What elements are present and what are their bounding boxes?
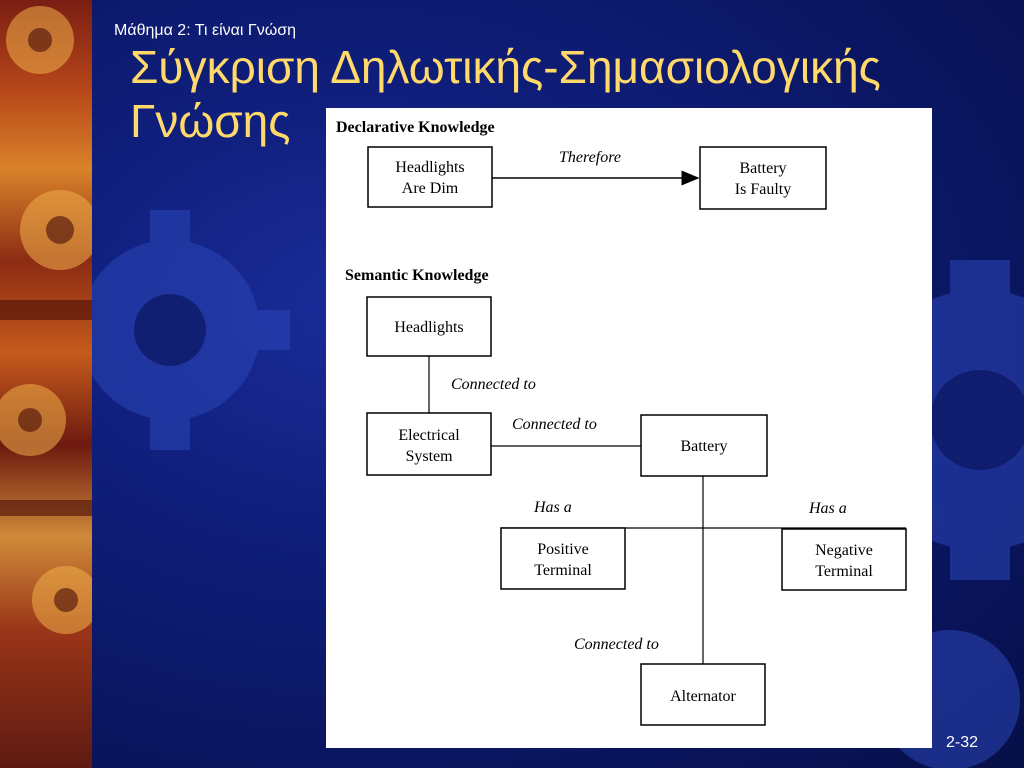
alternator-node <box>640 663 766 726</box>
slide-title: Σύγκριση Δηλωτικής-Σημασιολογικής Γνώσης <box>130 41 881 147</box>
decorative-left-strip <box>0 0 92 768</box>
therefore-label: Therefore <box>559 149 621 166</box>
negative-terminal-line1: Negative <box>815 542 873 559</box>
edge-label-battery-alternator: Connected to <box>574 636 659 653</box>
electrical-system-line1: Electrical <box>398 427 460 444</box>
alternator-node-label: Alternator <box>670 688 736 705</box>
edge-label-electrical-battery: Connected to <box>512 416 597 433</box>
battery-faulty-box <box>699 146 827 210</box>
headlights-dim-line1: Headlights <box>395 159 464 176</box>
battery-node <box>640 414 768 477</box>
headlights-node-label: Headlights <box>394 319 463 336</box>
edge-label-battery-negative: Has a <box>808 500 847 517</box>
positive-terminal-line2: Terminal <box>534 562 592 579</box>
battery-node-label: Battery <box>680 438 727 455</box>
positive-terminal-line1: Positive <box>537 541 589 558</box>
edge-label-battery-positive: Has a <box>533 499 572 516</box>
declarative-heading: Declarative Knowledge <box>336 119 495 136</box>
negative-terminal-line2: Terminal <box>815 563 873 580</box>
knowledge-diagram: Declarative Knowledge Headlights Are Dim… <box>326 108 932 748</box>
headlights-dim-box <box>367 146 493 208</box>
gear-collage-icon <box>0 6 92 634</box>
battery-faulty-line1: Battery <box>739 160 786 177</box>
negative-terminal-node <box>781 528 907 591</box>
electrical-system-line2: System <box>405 448 453 465</box>
slide-number: 2-32 <box>945 734 978 751</box>
headlights-node <box>366 296 492 357</box>
edge-label-headlights-electrical: Connected to <box>451 376 536 393</box>
electrical-system-node <box>366 412 492 476</box>
battery-faulty-line2: Is Faulty <box>735 181 791 198</box>
lesson-header: Μάθημα 2: Τι είναι Γνώση <box>114 22 296 39</box>
headlights-dim-line2: Are Dim <box>402 180 459 197</box>
semantic-heading: Semantic Knowledge <box>345 267 489 284</box>
positive-terminal-node <box>500 527 626 590</box>
